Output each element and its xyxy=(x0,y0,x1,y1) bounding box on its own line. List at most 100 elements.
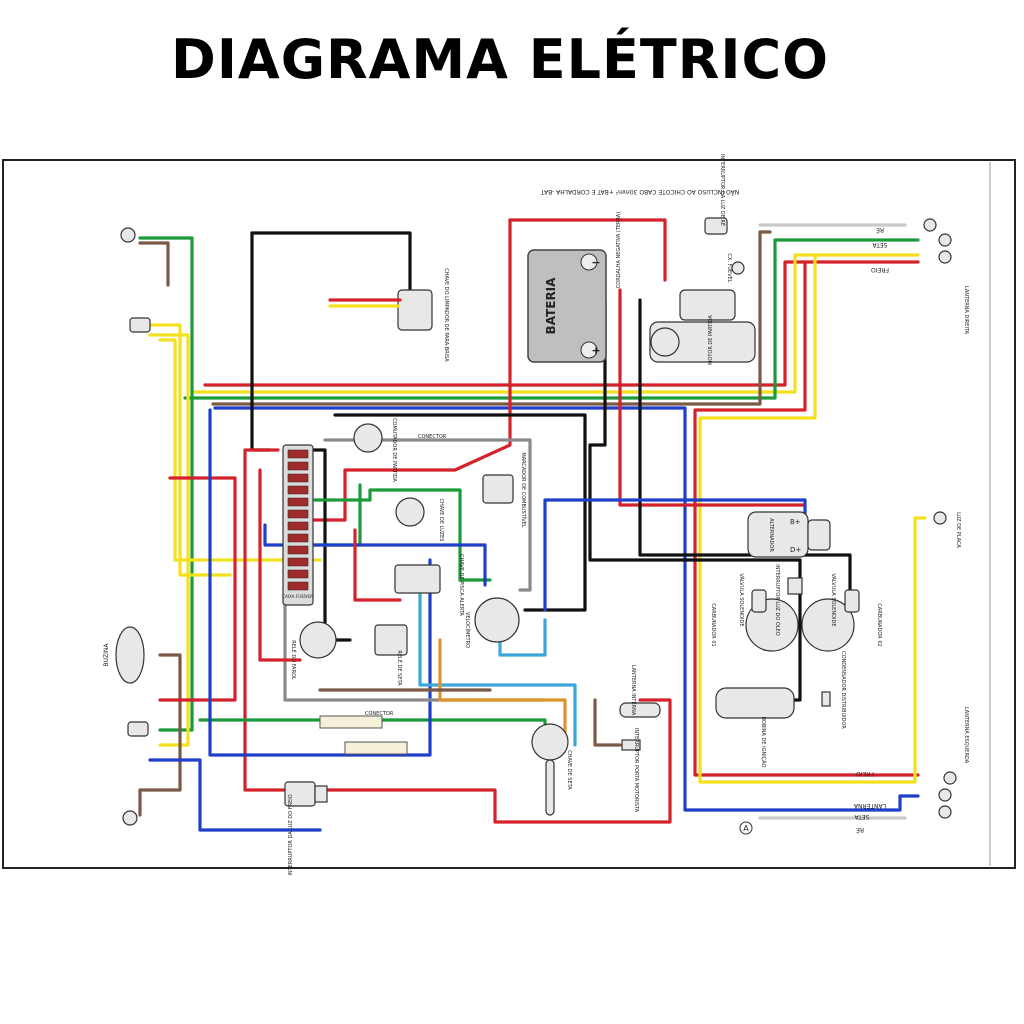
wire-blue-left-low xyxy=(148,758,322,832)
wire-yellow-left-c xyxy=(158,338,322,562)
speedometer: VELOCÍMETRO xyxy=(464,597,520,648)
wire-yellow-left-b xyxy=(148,333,190,747)
speedometer-label: VELOCÍMETRO xyxy=(464,612,471,648)
connector-top-label: CONECTOR xyxy=(418,434,447,440)
fuel-gauge-label: MARCADOR DE COMBUSTÍVEL xyxy=(520,452,527,527)
battery-label: BATERIA xyxy=(544,277,558,335)
fuse-box-label: CAIXA FUSÍVEIS xyxy=(282,594,314,599)
fuse xyxy=(287,473,309,483)
wire-yellow-top-harness xyxy=(193,253,920,394)
fuse xyxy=(287,521,309,531)
interior-lamp: LANTERNA INTERNA xyxy=(619,665,661,718)
re-top-label: RÉ xyxy=(876,226,884,234)
wire-cyan-turn xyxy=(418,593,577,747)
seta-top-label: SETA xyxy=(872,241,888,248)
wire-red-headlight-relay xyxy=(258,468,302,662)
wire-black-top-loop xyxy=(250,231,412,302)
wire-blue-left-loop xyxy=(208,408,432,757)
right-lamps: LANTERNA DIREITA RÉ SETA FREIO xyxy=(871,218,969,335)
horn-label: BUZINA xyxy=(103,643,110,667)
wiper-switch-label: CHAVE DO LIMPADOR DE PARA-BRISA xyxy=(443,268,449,362)
connector-b xyxy=(344,741,408,755)
cable-note-label: NÃO INCLUSO AO CHICOTE CABO 30mm² +BAT E… xyxy=(540,188,739,195)
ignition-coil: BOBINA DE IGNIÇÃO xyxy=(715,687,795,768)
turn-relay: RELÉ DE SETA xyxy=(374,624,408,686)
wire-black-to-solenoid xyxy=(638,298,852,597)
interior-light-label: LANTERNA INTERNA xyxy=(630,665,636,716)
wire-brown-top-harness xyxy=(211,230,772,406)
plate-light: LUZ DE PLACA xyxy=(933,511,961,549)
fuel-box-label: CX. FUEVEL xyxy=(726,253,732,282)
re-bottom-label: RÉ xyxy=(856,826,864,834)
wire-green-top-harness xyxy=(183,238,920,400)
mark-a-label: A xyxy=(743,824,749,833)
wire-green-left xyxy=(138,236,194,732)
lanterna-bottom-label: LANTERNA xyxy=(853,802,886,809)
wire-red-horn xyxy=(158,476,237,702)
fuse xyxy=(287,569,309,579)
wire-red-relay xyxy=(353,528,402,602)
hazard-switch: CHAVE DE PISCA ALERTA xyxy=(394,554,464,616)
light-switch-label: CHAVE DE LUZES xyxy=(438,499,444,542)
solenoid-valves: VÁLVULA SOLENOIDE VÁLVULA SOLENOIDE xyxy=(738,574,860,627)
start-relay: COMUTADOR DE PARTIDA CONECTOR xyxy=(353,418,447,483)
alternator-label: ALTERNADOR xyxy=(768,518,774,552)
right-lamp-label: LANTERNA DIREITA xyxy=(963,286,969,335)
b-plus-label: B+ xyxy=(790,518,801,526)
wire-gray-fuel xyxy=(323,438,532,592)
wire-red-bottom-loop xyxy=(243,448,672,824)
wire-orange-turn xyxy=(438,638,567,742)
left-rear-lamps: LANTERNA ESQUERDA FREIO LANTERNA SETA RÉ xyxy=(853,707,969,834)
battery-minus-label: − xyxy=(591,256,600,269)
battery-plus-label: + xyxy=(591,344,600,357)
horn: BUZINA xyxy=(103,626,145,684)
connector-a xyxy=(319,715,383,729)
alternator: ALTERNADOR B+ D+ xyxy=(747,511,831,558)
wire-brown-horn xyxy=(138,653,182,817)
fuse xyxy=(287,461,309,471)
door-switch-label: INTERRUPTOR PORTA MOTORISTA xyxy=(633,728,639,813)
plate-light-label: LUZ DE PLACA xyxy=(955,512,961,548)
battery: − + BATERIA xyxy=(527,249,607,363)
fuse xyxy=(287,557,309,567)
headlight-relay-label: RELÉ DO FAROL xyxy=(290,640,298,680)
wire-blue-hazard xyxy=(263,523,487,587)
left-headlights xyxy=(120,227,151,826)
fuel-box-icon xyxy=(731,261,745,275)
brake-switch: INTERRUPTOR DA LUZ DO FREIO xyxy=(284,781,328,876)
solenoid-valve-1-label: VÁLVULA SOLENOIDE xyxy=(738,574,745,627)
freio-top-label: FREIO xyxy=(871,266,889,273)
wire-harness xyxy=(138,218,927,832)
wire-red-to-alternator xyxy=(618,288,807,507)
fuse xyxy=(287,485,309,495)
light-switch: CHAVE DE LUZES xyxy=(395,497,444,542)
starter-motor-label: MOTOR DE PARTIDA xyxy=(708,315,714,365)
wire-red-right-drop xyxy=(693,260,920,777)
oil-switch: INTERRUPTOR LUZ DO ÓLEO xyxy=(774,564,803,636)
wire-red-battery-down xyxy=(303,218,512,522)
fuse xyxy=(287,581,309,591)
wire-yellow-right-drop xyxy=(698,253,927,784)
turn-switch-label: CHAVE DE SETA xyxy=(566,750,572,790)
wire-black-speedo xyxy=(333,413,587,612)
turn-switch: CHAVE DE SETA xyxy=(531,723,572,816)
distributor: CONDENSADOR DISTRIBUIDOR xyxy=(821,651,846,729)
ignition-coil-label: BOBINA DE IGNIÇÃO xyxy=(760,717,767,768)
seta-bottom-label: SETA xyxy=(854,813,870,820)
carburetor-02: CARBURADOR 02 xyxy=(801,598,882,652)
page-title: DIAGRAMA ELÉTRICO xyxy=(171,28,829,91)
connector-mid-label: CONECTOR xyxy=(365,711,394,717)
reverse-switch: INTERRUPTOR DA LUZ DE RÉ xyxy=(704,154,728,235)
starter-motor: MOTOR DE PARTIDA xyxy=(649,289,756,365)
turn-relay-label: RELÉ DE SETA xyxy=(396,650,404,686)
start-relay-label: COMUTADOR DE PARTIDA xyxy=(391,418,397,482)
wiper-switch: CHAVE DO LIMPADOR DE PARA-BRISA xyxy=(397,268,449,362)
wire-black-to-coil xyxy=(588,298,802,702)
left-lamp-label: LANTERNA ESQUERDA xyxy=(963,707,969,764)
hazard-switch-label: CHAVE DE PISCA ALERTA xyxy=(458,554,464,616)
carb-02-label: CARBURADOR 02 xyxy=(876,603,882,646)
ground-strap-label: CORDALHA NEGATIVA (TERRA) xyxy=(616,212,622,288)
wire-red-top-harness xyxy=(203,260,920,387)
distributor-label: CONDENSADOR DISTRIBUIDOR xyxy=(840,651,846,729)
